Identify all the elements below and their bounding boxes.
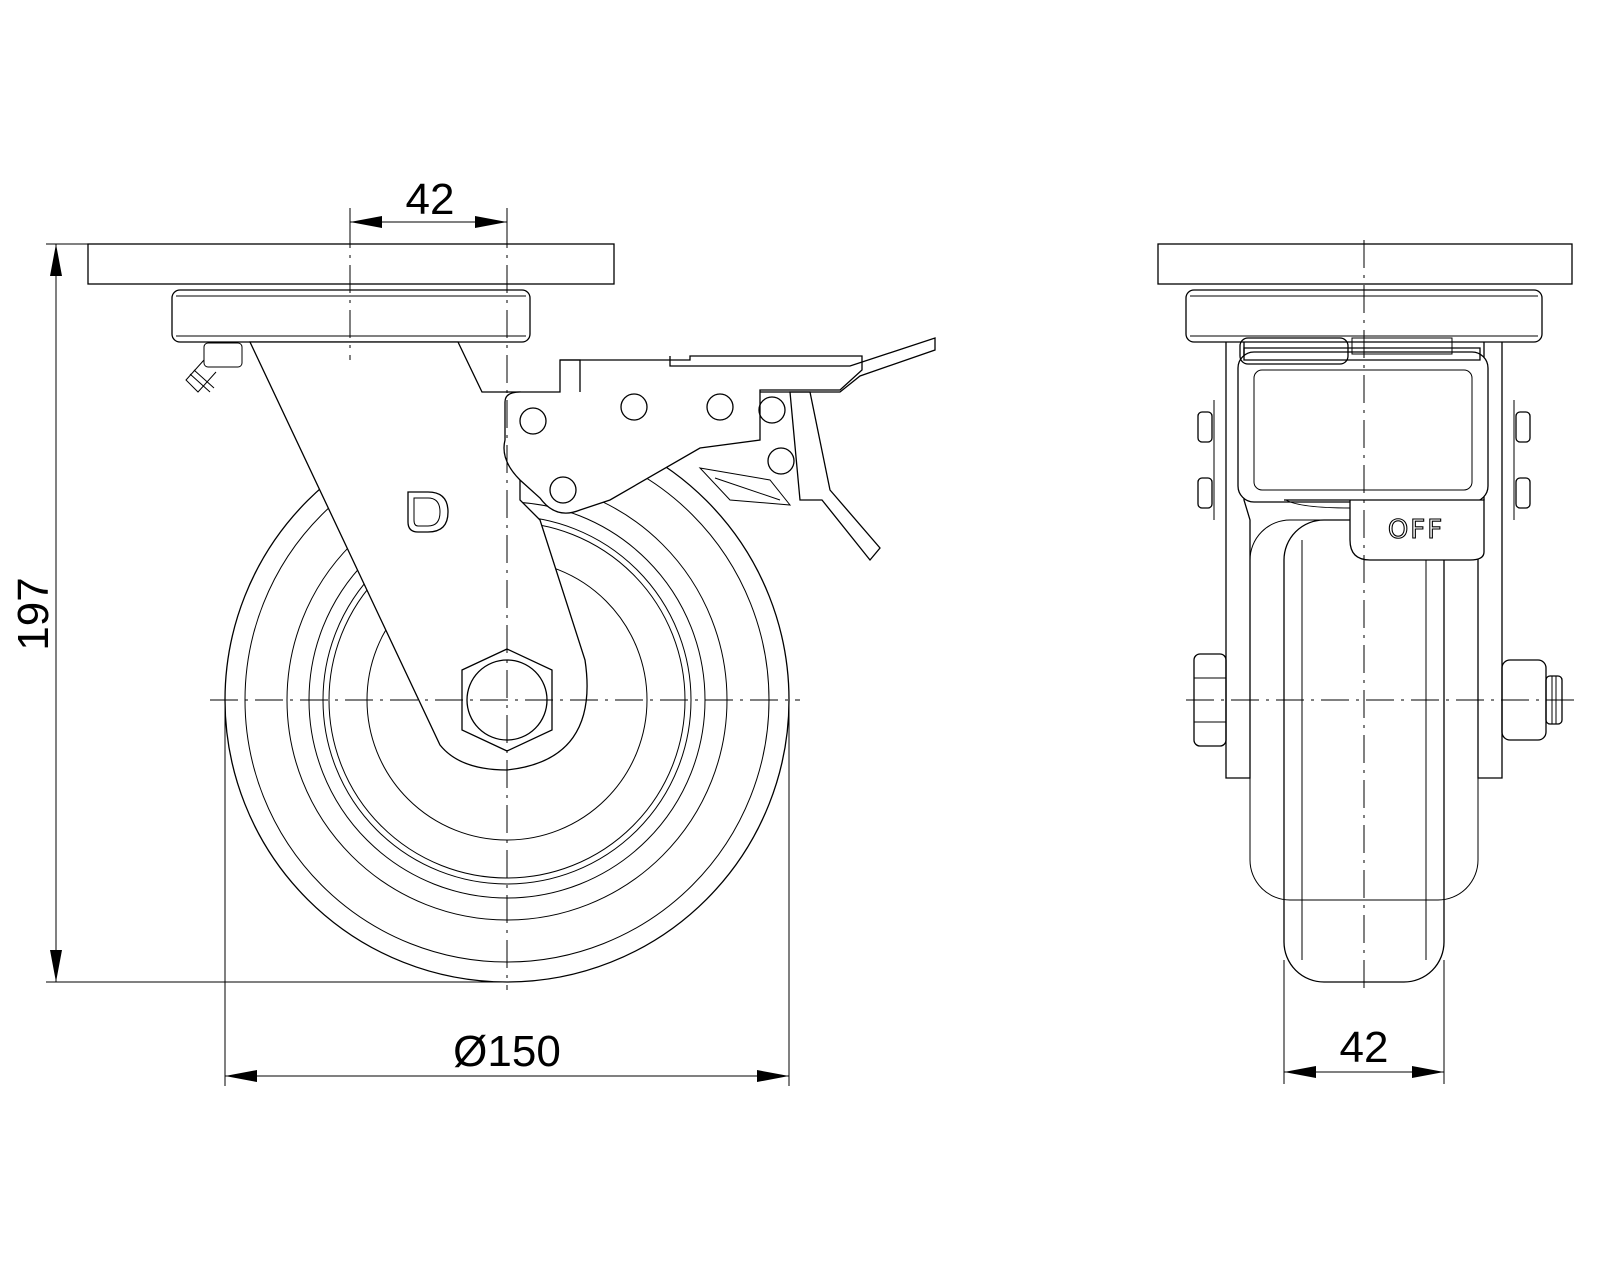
dim-offset: 42 xyxy=(406,175,455,224)
side-view: 197 42 Ø150 xyxy=(9,175,936,1086)
dim-wheel-diameter: Ø150 xyxy=(453,1027,561,1076)
top-plate xyxy=(87,243,615,285)
grease-nipple xyxy=(185,342,243,393)
dim-wheel-width: 42 xyxy=(1340,1023,1389,1072)
dim-overall-height: 197 xyxy=(9,577,58,650)
front-view: OFF 42 xyxy=(1157,240,1580,1084)
brake-state-label: OFF xyxy=(1388,515,1444,545)
swivel-housing xyxy=(171,289,531,343)
top-plate-front xyxy=(1157,243,1573,285)
brake-off-tab: OFF xyxy=(1284,499,1485,561)
brake-block xyxy=(1237,337,1489,503)
brake-assembly xyxy=(503,337,936,562)
brand-logo xyxy=(407,491,449,533)
